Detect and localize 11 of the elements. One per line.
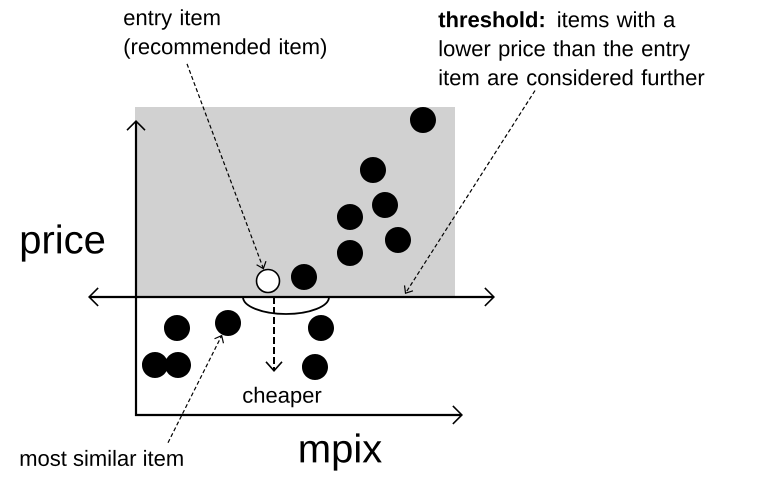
annotation-text: threshold: items with a lower price than the entry item are considered further: [438, 11, 704, 86]
annotation-text: most similar item: [20, 450, 183, 466]
annotation-text: entry item (recommended item): [124, 9, 326, 59]
direction-label: cheaper: [243, 386, 322, 408]
leader-line: [186, 64, 267, 270]
entry-item-marker: [256, 268, 280, 294]
data-point: [215, 310, 241, 336]
leader-line: [167, 334, 224, 443]
axis-label: mpix: [300, 433, 382, 471]
leader-line: [404, 90, 536, 294]
axis-label: price: [22, 224, 104, 262]
